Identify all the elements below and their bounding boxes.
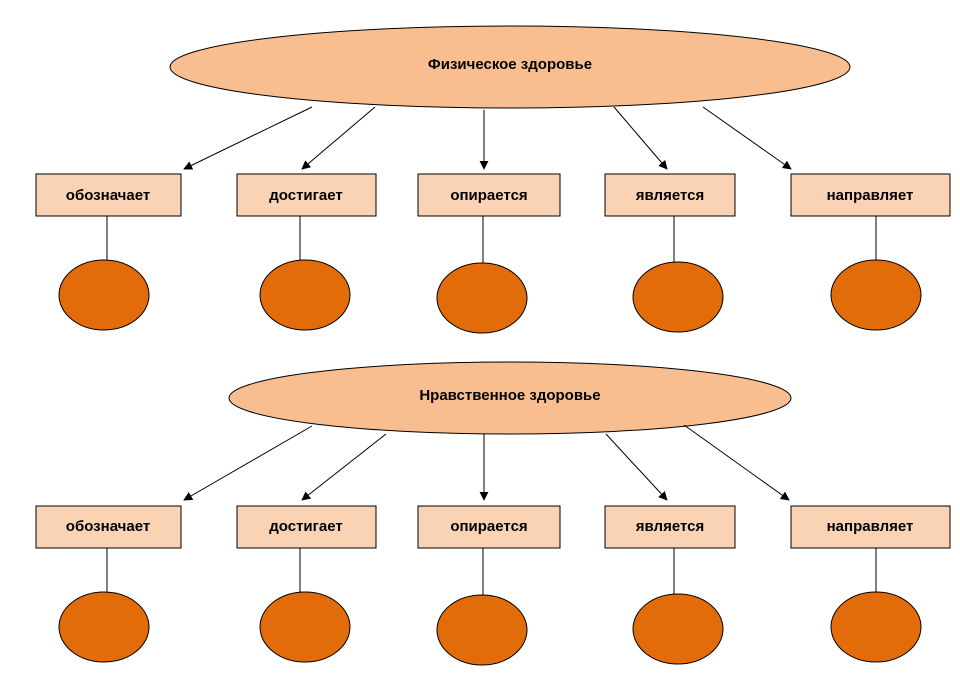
relation-box-label: опирается (450, 187, 527, 204)
relation-box-label: опирается (450, 518, 527, 535)
relation-box-5 (790, 505, 951, 549)
relation-box-label: направляет (827, 187, 914, 204)
group-physical-health: Физическое здоровье обозначает достигает… (35, 25, 951, 334)
main-concept-label: Физическое здоровье (428, 56, 592, 73)
arrow-2 (301, 433, 387, 501)
empty-circle-2 (259, 259, 351, 331)
arrow-4 (613, 106, 668, 170)
relation-box-2 (236, 505, 377, 549)
arrow-5 (702, 106, 792, 170)
arrow-1 (183, 425, 313, 501)
relation-box-label: достигает (269, 518, 342, 535)
relation-box-label: является (636, 187, 704, 204)
empty-circle-3 (436, 594, 528, 666)
relation-box-4 (604, 505, 736, 549)
empty-circle-3 (436, 262, 528, 334)
empty-circle-1 (58, 259, 150, 331)
arrow-5 (683, 424, 790, 501)
relation-box-3 (417, 505, 561, 549)
arrow-2 (301, 106, 376, 170)
main-concept-label: Нравственное здоровье (419, 387, 600, 404)
empty-circle-5 (830, 259, 922, 331)
relation-box-3 (417, 173, 561, 217)
empty-circle-2 (259, 591, 351, 663)
relation-box-label: является (636, 518, 704, 535)
relation-box-1 (35, 505, 182, 549)
relation-box-4 (604, 173, 736, 217)
relation-box-2 (236, 173, 377, 217)
empty-circle-1 (58, 591, 150, 663)
relation-box-5 (790, 173, 951, 217)
main-concept-ellipse (169, 25, 851, 109)
empty-circle-4 (632, 261, 724, 333)
main-concept-ellipse (228, 361, 792, 435)
group-moral-health: Нравственное здоровье обозначает достига… (35, 361, 951, 666)
relation-box-label: обозначает (66, 518, 150, 535)
empty-circle-4 (632, 593, 724, 665)
relation-box-label: обозначает (66, 187, 150, 204)
relation-box-label: достигает (269, 187, 342, 204)
arrow-1 (183, 106, 313, 170)
arrow-4 (605, 433, 668, 501)
relation-box-label: направляет (827, 518, 914, 535)
empty-circle-5 (830, 591, 922, 663)
relation-box-1 (35, 173, 182, 217)
